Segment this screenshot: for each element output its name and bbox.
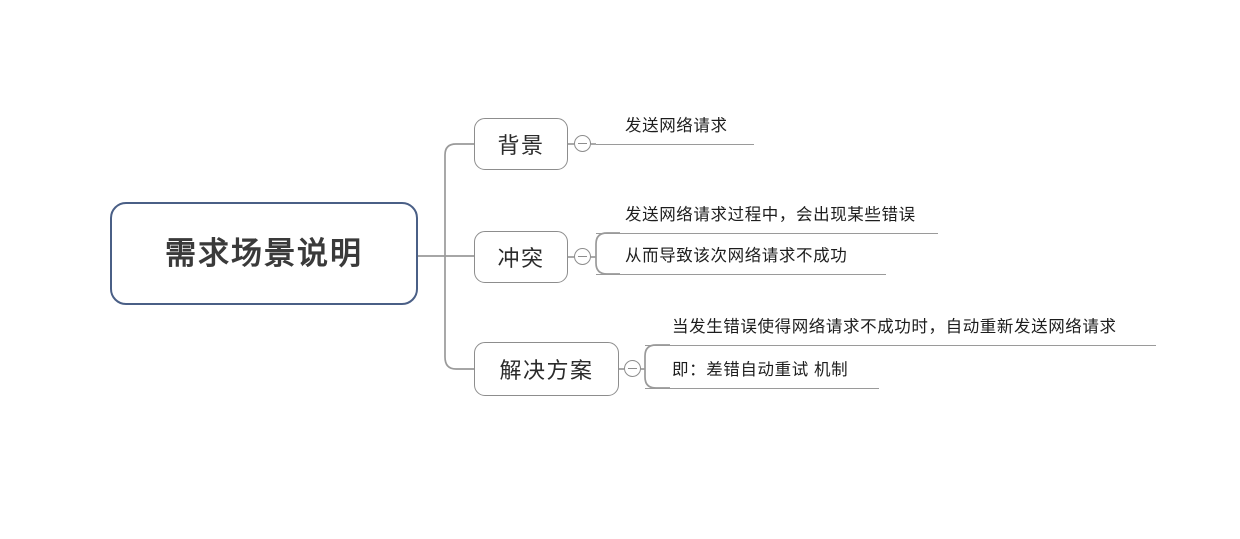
leaf-underline bbox=[645, 345, 1156, 347]
leaf-item[interactable]: 发送网络请求过程中，会出现某些错误 bbox=[625, 206, 916, 224]
leaf-underline bbox=[596, 144, 754, 146]
collapse-minus-icon-solution[interactable] bbox=[624, 360, 641, 377]
trunk-to-branch-2 bbox=[444, 256, 474, 370]
leaf-item[interactable]: 发送网络请求 bbox=[625, 117, 728, 135]
leaf-item[interactable]: 即：差错自动重试 机制 bbox=[672, 361, 849, 379]
trunk-to-branch-0 bbox=[444, 143, 474, 256]
bracket2-lower bbox=[644, 369, 670, 389]
branch-node-solution[interactable]: 解决方案 bbox=[474, 342, 619, 396]
leaf-underline bbox=[645, 388, 879, 390]
root-node-label: 需求场景说明 bbox=[165, 236, 363, 271]
branch-node-background[interactable]: 背景 bbox=[474, 118, 568, 170]
bracket1-upper bbox=[595, 232, 620, 257]
collapse-minus-icon-background[interactable] bbox=[574, 135, 591, 152]
branch-node-conflict[interactable]: 冲突 bbox=[474, 231, 568, 283]
collapse-minus-icon-conflict[interactable] bbox=[574, 248, 591, 265]
branch-node-label: 解决方案 bbox=[499, 358, 594, 383]
leaf-underline bbox=[596, 274, 886, 276]
leaf-item[interactable]: 从而导致该次网络请求不成功 bbox=[625, 247, 848, 265]
leaf-underline bbox=[596, 233, 938, 235]
branch-node-label: 背景 bbox=[497, 133, 545, 158]
root-node[interactable]: 需求场景说明 bbox=[110, 202, 418, 305]
branch-node-label: 冲突 bbox=[497, 246, 545, 271]
bracket2-upper bbox=[644, 344, 670, 369]
leaf-item[interactable]: 当发生错误使得网络请求不成功时，自动重新发送网络请求 bbox=[672, 318, 1117, 336]
bracket1-lower bbox=[595, 257, 620, 275]
